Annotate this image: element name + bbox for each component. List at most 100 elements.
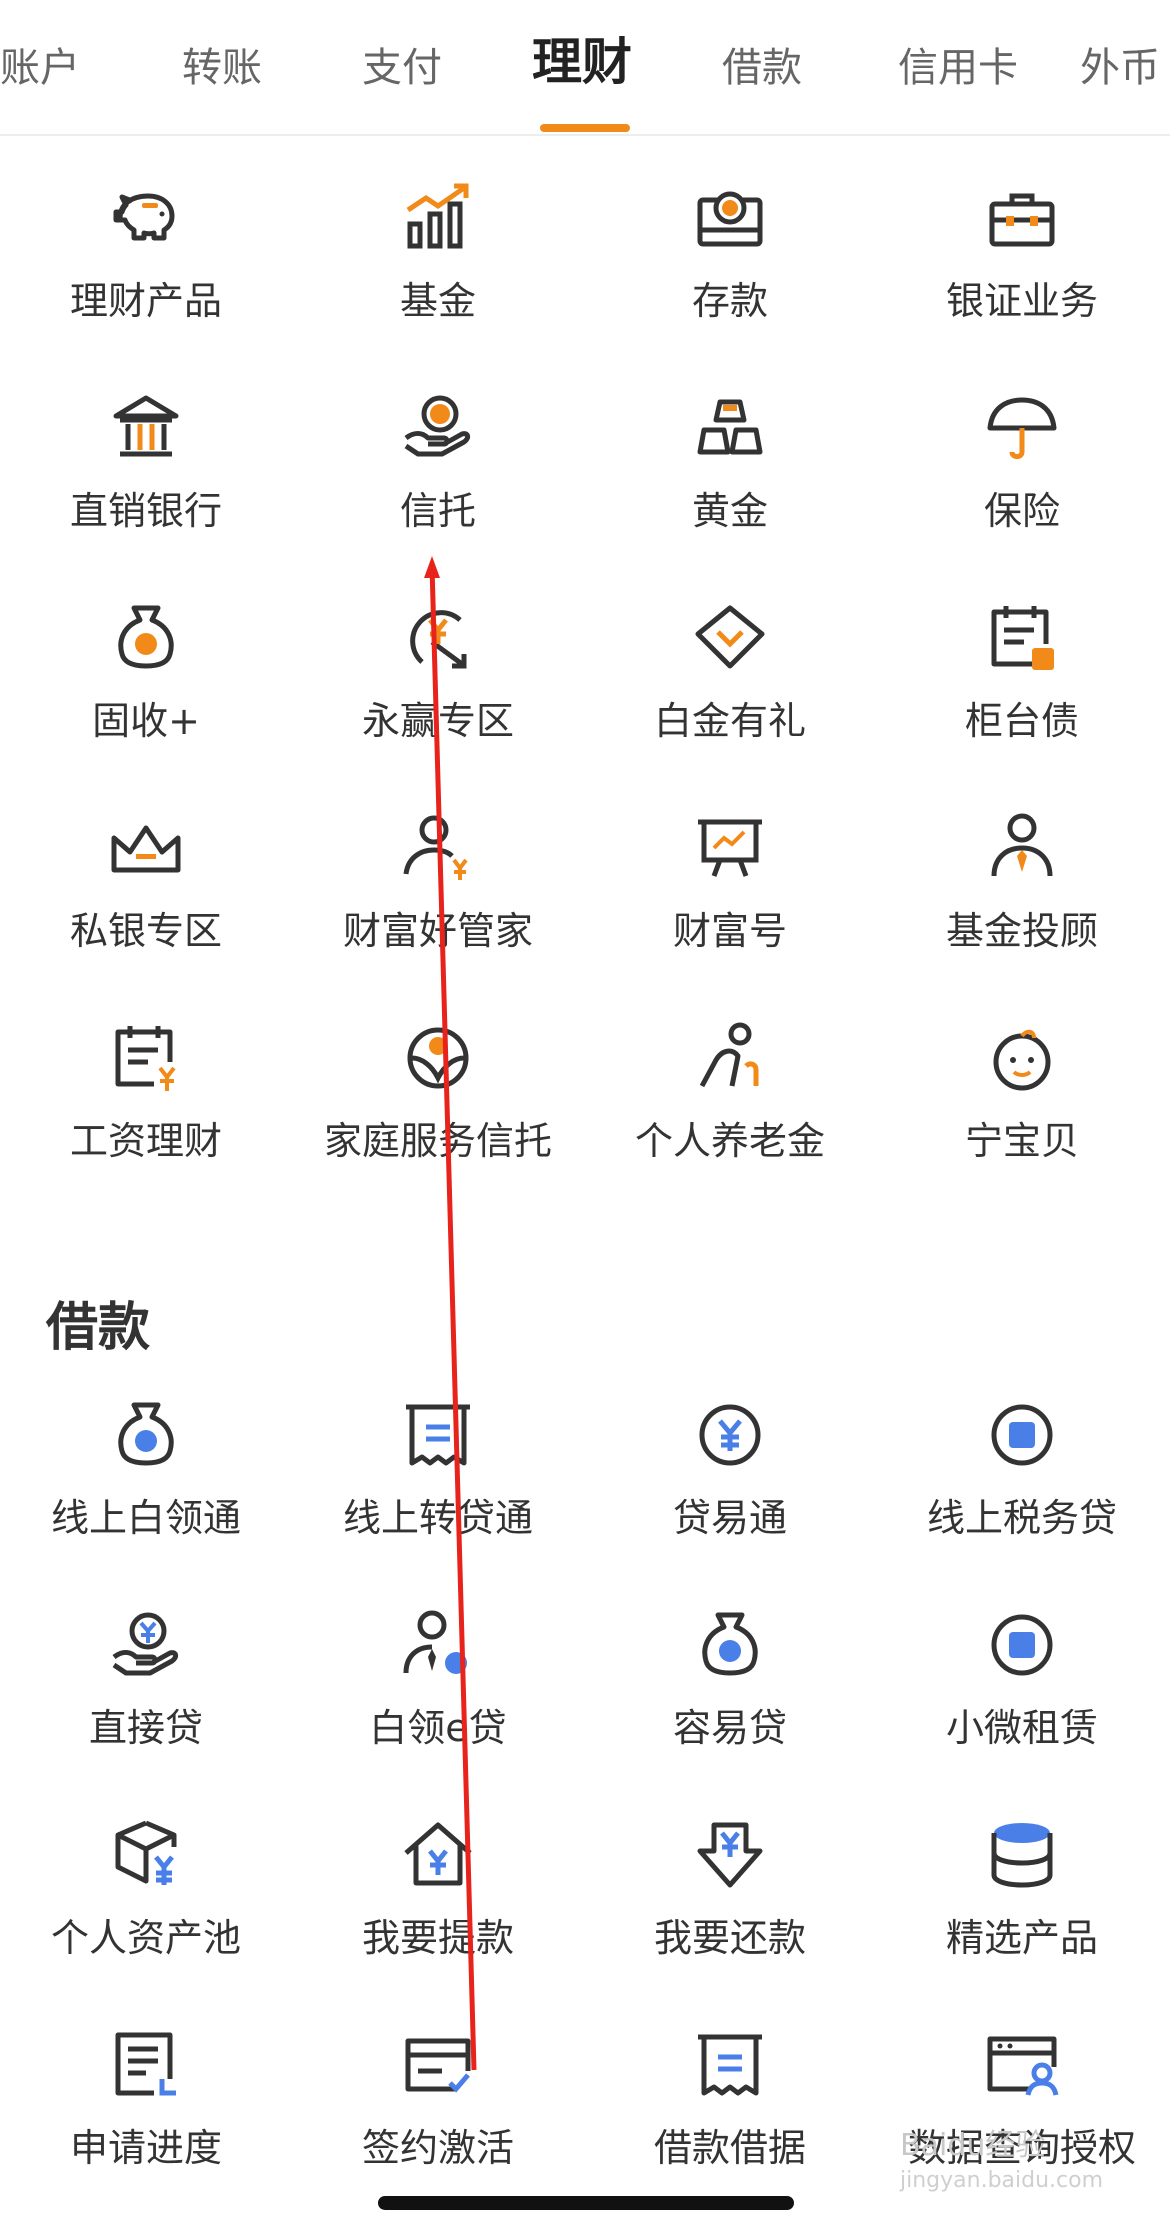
loan-section-title: 借款: [46, 1298, 151, 1358]
grid-item-family-trust[interactable]: 家庭服务信托: [292, 1018, 584, 1228]
grid-item-yongying[interactable]: 永赢专区: [292, 598, 584, 808]
grid-item-label: 家庭服务信托: [323, 1119, 552, 1163]
grid-item-wealth-steward[interactable]: 财富好管家: [292, 808, 584, 1018]
grid-item-wealth-account[interactable]: 财富号: [584, 808, 876, 1018]
piggy-bank-icon: [106, 178, 186, 258]
grid-item-data-query-auth[interactable]: 数据查询授权: [876, 2025, 1168, 2235]
grid-item-label: 线上税务贷: [926, 1496, 1117, 1540]
grid-item-label: 工资理财: [69, 1119, 222, 1163]
grid-item-label: 白金有礼: [653, 699, 806, 743]
grid-item-label: 借款借据: [653, 2126, 806, 2170]
grid-item-label: 签约激活: [361, 2126, 514, 2170]
tab-loan[interactable]: 借款: [722, 45, 802, 91]
grid-item-label: 理财产品: [69, 279, 222, 323]
grid-item-gold[interactable]: 黄金: [584, 388, 876, 598]
grid-item-fund-advisor[interactable]: 基金投顾: [876, 808, 1168, 1018]
grid-item-label: 银证业务: [945, 279, 1098, 323]
bank-building-icon: [106, 388, 186, 468]
loan-receipt-icon: [690, 2025, 770, 2105]
withdraw-house-icon: [398, 1815, 478, 1895]
deposit-icon: [690, 178, 770, 258]
grid-item-loan-receipt[interactable]: 借款借据: [584, 2025, 876, 2235]
tab-transfer[interactable]: 转账: [182, 45, 262, 91]
yuan-arrow-icon: [398, 598, 478, 678]
baby-face-icon: [982, 1018, 1062, 1098]
home-indicator[interactable]: [378, 2196, 794, 2210]
database-icon: [982, 1815, 1062, 1895]
watermark-url: jingyan.baidu.com: [900, 2168, 1104, 2193]
active-tab-indicator: [540, 124, 630, 132]
sign-card-icon: [398, 2025, 478, 2105]
yuan-hand-icon: [106, 1605, 186, 1685]
grid-item-label: 信托: [399, 489, 476, 533]
white-collar-icon: [398, 1605, 478, 1685]
grid-item-online-refinance[interactable]: 线上转贷通: [292, 1395, 584, 1605]
grid-item-withdraw[interactable]: 我要提款: [292, 1815, 584, 2025]
grid-item-label: 宁宝贝: [964, 1119, 1079, 1163]
bond-calendar-icon: [982, 598, 1062, 678]
yuan-circle-icon: [690, 1395, 770, 1475]
grid-item-daiyitong[interactable]: 贷易通: [584, 1395, 876, 1605]
grid-item-label: 存款: [691, 279, 768, 323]
grid-item-direct-loan[interactable]: 直接贷: [0, 1605, 292, 1815]
grid-item-securities[interactable]: 银证业务: [876, 178, 1168, 388]
grid-item-label: 保险: [983, 489, 1060, 533]
asset-box-icon: [106, 1815, 186, 1895]
grid-item-salary-finance[interactable]: 工资理财: [0, 1018, 292, 1228]
grid-item-online-white-collar[interactable]: 线上白领通: [0, 1395, 292, 1605]
grid-item-label: 直销银行: [69, 489, 222, 533]
tab-wealth[interactable]: 理财: [532, 33, 632, 91]
grid-item-label: 固收+: [92, 699, 200, 743]
grid-item-application-progress[interactable]: 申请进度: [0, 2025, 292, 2235]
grid-item-repay[interactable]: 我要还款: [584, 1815, 876, 2025]
grid-item-label: 线上白领通: [50, 1496, 241, 1540]
grid-item-ningbaobei[interactable]: 宁宝贝: [876, 1018, 1168, 1228]
grid-item-trust[interactable]: 信托: [292, 388, 584, 598]
grid-item-label: 白领e贷: [369, 1706, 507, 1750]
tab-foreign-currency[interactable]: 外币: [1080, 45, 1160, 91]
grid-item-label: 财富好管家: [342, 909, 533, 953]
presentation-board-icon: [690, 808, 770, 888]
grid-item-easy-loan[interactable]: 容易贷: [584, 1605, 876, 1815]
grid-item-featured-products[interactable]: 精选产品: [876, 1815, 1168, 2025]
tab-payment[interactable]: 支付: [362, 45, 442, 91]
grid-item-label: 基金: [399, 279, 476, 323]
data-auth-icon: [982, 2025, 1062, 2105]
diamond-icon: [690, 598, 770, 678]
grid-item-pension[interactable]: 个人养老金: [584, 1018, 876, 1228]
grid-item-label: 我要还款: [653, 1916, 806, 1960]
grid-item-white-collar-eloan[interactable]: 白领e贷: [292, 1605, 584, 1815]
grid-item-fixed-income[interactable]: 固收+: [0, 598, 292, 808]
tab-credit-card[interactable]: 信用卡: [898, 45, 1018, 91]
lease-circle-icon: [982, 1605, 1062, 1685]
grid-item-label: 精选产品: [945, 1916, 1098, 1960]
grid-item-direct-bank[interactable]: 直销银行: [0, 388, 292, 598]
grid-item-platinum[interactable]: 白金有礼: [584, 598, 876, 808]
fund-chart-icon: [398, 178, 478, 258]
grid-item-insurance[interactable]: 保险: [876, 388, 1168, 598]
grid-item-label: 个人资产池: [50, 1916, 241, 1960]
grid-item-private-bank[interactable]: 私银专区: [0, 808, 292, 1018]
salary-calendar-icon: [106, 1018, 186, 1098]
trust-hand-icon: [398, 388, 478, 468]
tab-account[interactable]: 账户: [0, 45, 80, 91]
grid-item-online-tax-loan[interactable]: 线上税务贷: [876, 1395, 1168, 1605]
easy-bag-icon: [690, 1605, 770, 1685]
grid-item-label: 私银专区: [69, 909, 222, 953]
grid-item-sign-activate[interactable]: 签约激活: [292, 2025, 584, 2235]
money-bag-icon: [106, 598, 186, 678]
grid-item-label: 基金投顾: [945, 909, 1098, 953]
receipt-icon: [398, 1395, 478, 1475]
grid-item-fund[interactable]: 基金: [292, 178, 584, 388]
grid-item-deposit[interactable]: 存款: [584, 178, 876, 388]
advisor-icon: [982, 808, 1062, 888]
grid-item-wealth-products[interactable]: 理财产品: [0, 178, 292, 388]
grid-item-counter-bond[interactable]: 柜台债: [876, 598, 1168, 808]
grid-item-micro-lease[interactable]: 小微租赁: [876, 1605, 1168, 1815]
steward-icon: [398, 808, 478, 888]
grid-item-label: 申请进度: [69, 2126, 222, 2170]
grid-item-asset-pool[interactable]: 个人资产池: [0, 1815, 292, 2025]
top-tab-bar: 账户 转账 支付 理财 借款 信用卡 外币: [0, 0, 1170, 136]
grid-item-label: 柜台债: [964, 699, 1079, 743]
grid-item-label: 小微租赁: [945, 1706, 1098, 1750]
